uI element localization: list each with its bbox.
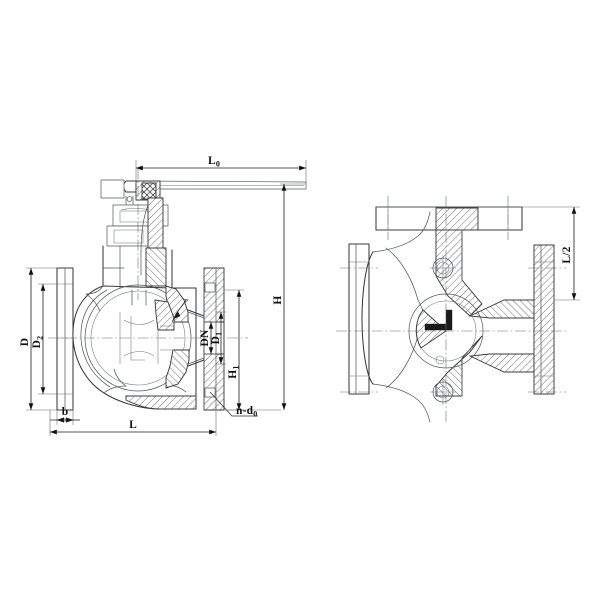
dimension-H1: H1 <box>224 289 244 411</box>
dimension-L: L <box>49 410 217 436</box>
plan-right-flange <box>533 244 555 395</box>
dimension-label-L0: L0 <box>208 155 220 169</box>
front-section-view: L0 H D D2 <box>19 155 307 436</box>
dimension-b: b <box>50 406 80 425</box>
plan-centre-lines <box>336 196 566 424</box>
dimension-D: D <box>19 267 57 411</box>
dimension-label-H1: H1 <box>227 365 241 378</box>
dimension-L0: L0 <box>135 155 307 184</box>
dimension-D2: D2 <box>31 283 57 395</box>
dimension-label-H: H <box>272 295 284 304</box>
dimension-label-L2: L/2 <box>561 246 573 263</box>
plan-top-flange <box>375 206 523 231</box>
dimension-label-b: b <box>62 406 69 418</box>
centre-lines <box>48 168 248 339</box>
plan-left-flange <box>348 243 370 395</box>
dimension-label-D2: D2 <box>31 336 45 349</box>
dimension-L2: L/2 <box>522 206 580 301</box>
dimension-n-d0: n-d0 <box>209 391 258 419</box>
dimension-label-D1: D1 <box>210 332 224 345</box>
plan-bolt-bosses <box>430 255 456 405</box>
seat-seal-detail <box>160 299 187 351</box>
dimension-D1: D1 <box>210 311 226 365</box>
dimension-label-n-d0: n-d0 <box>236 405 257 419</box>
body-section-hatch <box>125 285 197 410</box>
dimension-H: H <box>228 183 306 411</box>
dimension-label-D: D <box>19 338 31 347</box>
stem-and-gland-assembly <box>102 197 173 289</box>
dimension-DN: DN <box>199 321 216 355</box>
plan-section-view: L/2 <box>336 196 580 424</box>
dimension-label-L: L <box>129 419 137 431</box>
dimension-label-DN: DN <box>199 329 211 347</box>
